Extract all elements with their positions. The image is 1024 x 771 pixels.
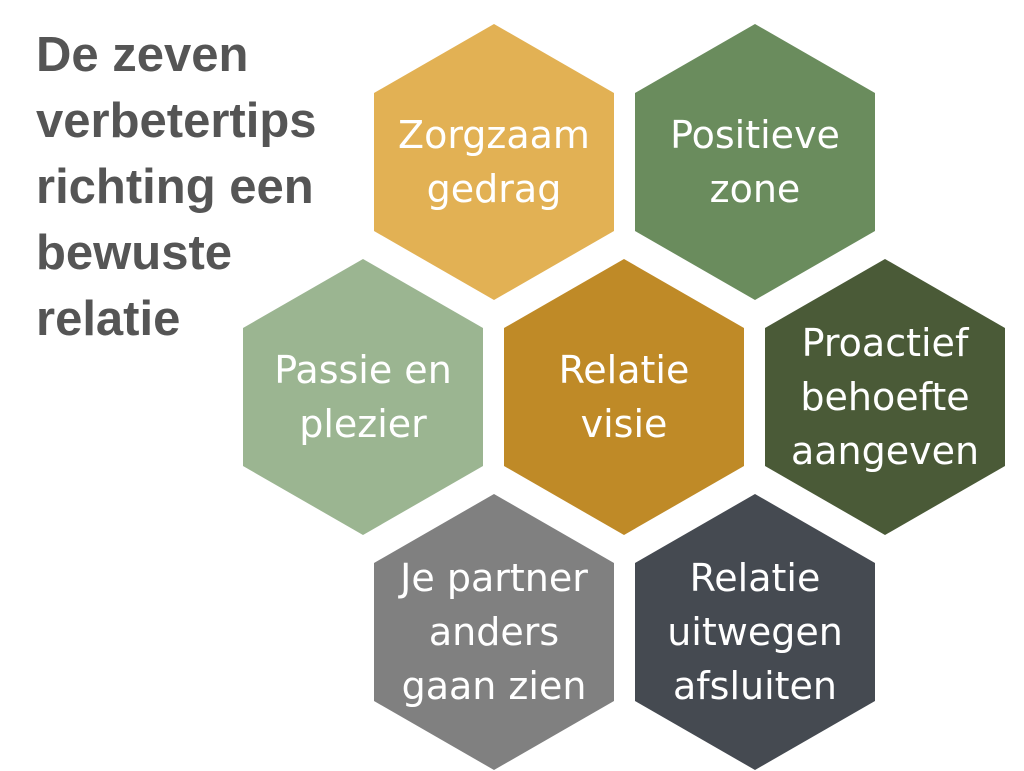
hexagon-zorgzaam-gedrag: Zorgzaam gedrag bbox=[374, 24, 614, 300]
hexagon-label-line: Zorgzaam bbox=[398, 113, 590, 157]
hexagon-label-line: gedrag bbox=[426, 167, 562, 211]
title-line: De zeven bbox=[36, 28, 249, 82]
hexagon-label-line: uitwegen bbox=[667, 610, 843, 654]
hexagon-label-line: zone bbox=[709, 167, 801, 211]
hexagon-label-line: Je partner bbox=[400, 556, 588, 600]
hexagon-label-line: Passie en bbox=[274, 348, 452, 392]
hexagon-label-line: Relatie bbox=[558, 348, 690, 392]
title-line: bewuste bbox=[36, 226, 233, 280]
hexagon-label-line: anders bbox=[428, 610, 560, 654]
hexagon-label: Positieve zone bbox=[670, 108, 840, 216]
hexagon-label: Proactief behoefte aangeven bbox=[791, 316, 979, 478]
hexagon-label: Zorgzaam gedrag bbox=[398, 108, 590, 216]
hexagon-label-line: Positieve bbox=[670, 113, 840, 157]
hexagon-label-line: aangeven bbox=[790, 429, 980, 473]
title-line: relatie bbox=[36, 292, 181, 346]
diagram-title: De zeven verbetertips richting een bewus… bbox=[36, 22, 366, 352]
title-line: richting een bbox=[36, 160, 314, 214]
hexagon-label-line: behoefte bbox=[800, 375, 970, 419]
hexagon-label-line: Relatie bbox=[689, 556, 821, 600]
hexagon-relatie-visie: Relatie visie bbox=[504, 259, 744, 535]
hexagon-label: Passie en plezier bbox=[274, 343, 452, 451]
hexagon-passie-en-plezier: Passie en plezier bbox=[243, 259, 483, 535]
hexagon-label-line: Proactief bbox=[801, 321, 969, 365]
hexagon-label-line: gaan zien bbox=[401, 664, 587, 708]
hexagon-je-partner-anders-gaan-zien: Je partner anders gaan zien bbox=[374, 494, 614, 770]
hexagon-label-line: afsluiten bbox=[672, 664, 838, 708]
hexagon-proactief-behoefte-aangeven: Proactief behoefte aangeven bbox=[765, 259, 1005, 535]
hexagon-relatie-uitwegen-afsluiten: Relatie uitwegen afsluiten bbox=[635, 494, 875, 770]
hexagon-label-line: visie bbox=[580, 402, 668, 446]
title-line: verbetertips bbox=[36, 94, 317, 148]
hexagon-label-line: plezier bbox=[299, 402, 427, 446]
hexagon-positieve-zone: Positieve zone bbox=[635, 24, 875, 300]
hexagon-label: Relatie uitwegen afsluiten bbox=[667, 551, 843, 713]
hexagon-label: Je partner anders gaan zien bbox=[400, 551, 588, 713]
hexagon-label: Relatie visie bbox=[559, 343, 690, 451]
